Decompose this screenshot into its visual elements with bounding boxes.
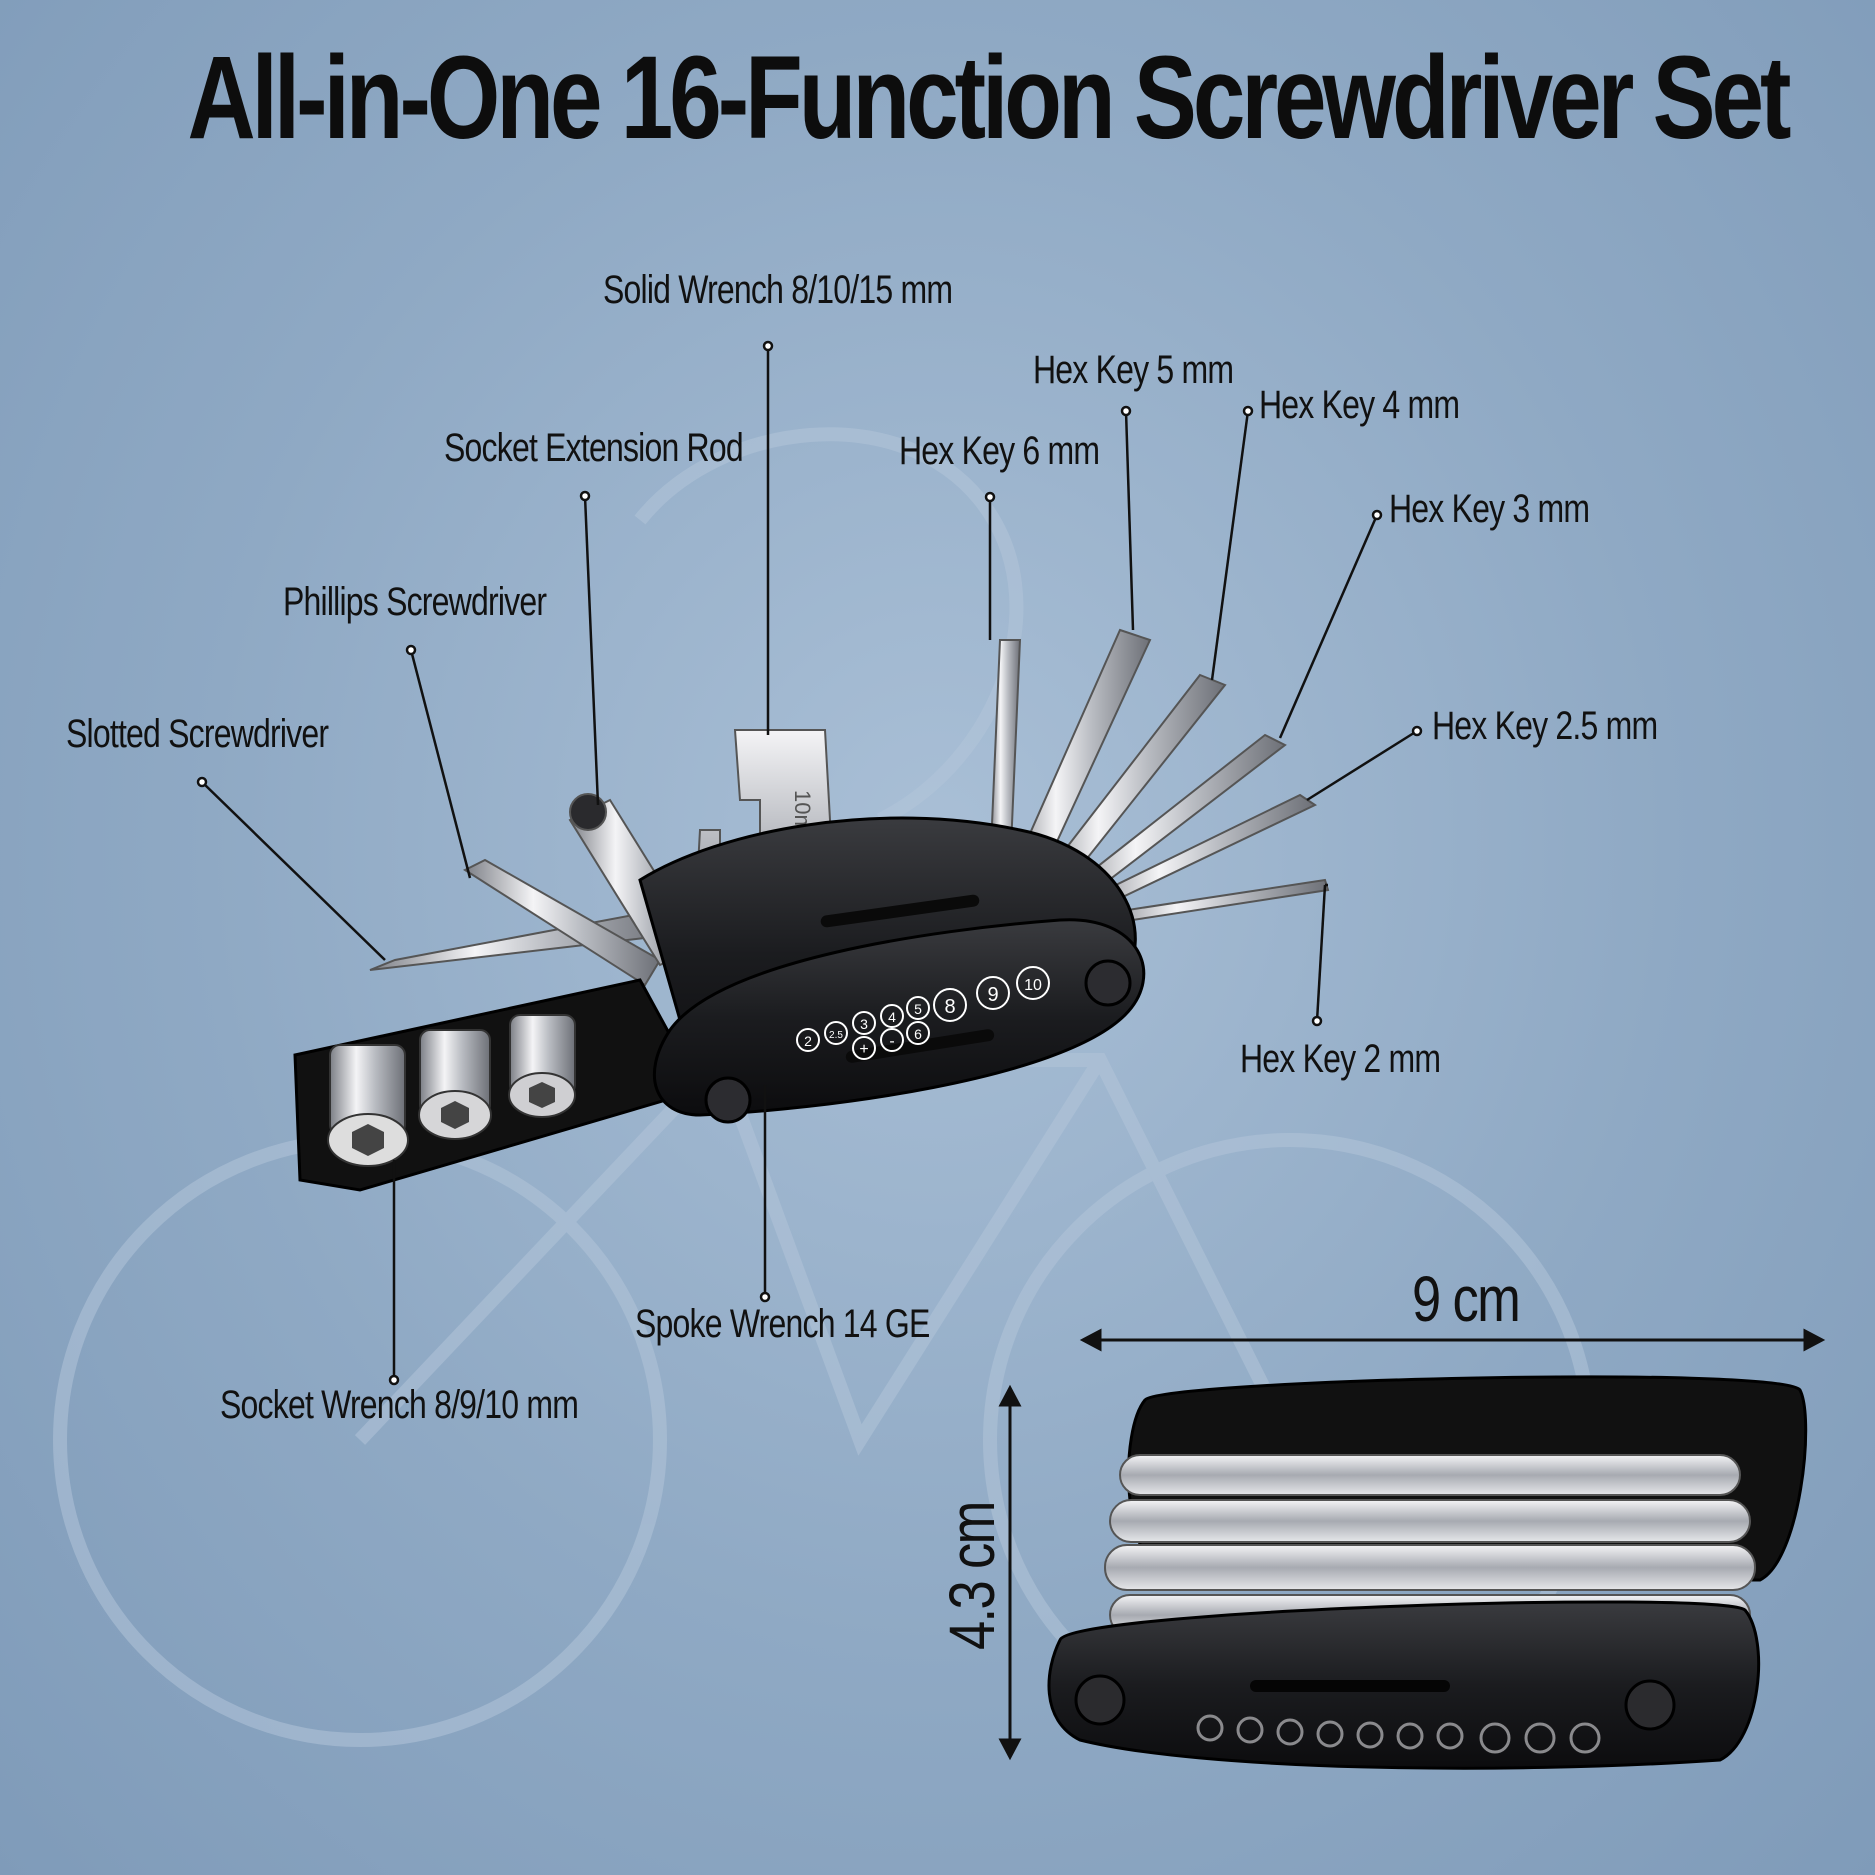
dot-hex-key-4	[1242, 405, 1254, 417]
label-hex-key-3: Hex Key 3 mm	[1389, 487, 1590, 531]
dot-hex-key-6	[984, 491, 996, 503]
dot-solid-wrench	[762, 340, 774, 352]
folded-size-markings	[1196, 1714, 1601, 1754]
svg-text:4: 4	[888, 1009, 896, 1025]
height-dimension-label: 4.3 cm	[936, 1502, 1008, 1650]
page-title: All-in-One 16-Function Screwdriver Set	[187, 32, 1792, 164]
label-solid-wrench: Solid Wrench 8/10/15 mm	[603, 268, 953, 312]
svg-text:10: 10	[1024, 977, 1042, 994]
svg-text:6: 6	[914, 1026, 922, 1042]
svg-text:3: 3	[860, 1016, 868, 1032]
label-spoke-wrench: Spoke Wrench 14 GE	[635, 1302, 930, 1346]
width-arrow-right	[1803, 1328, 1826, 1352]
label-phillips-screwdriver: Phillips Screwdriver	[283, 580, 547, 624]
leader-slotted-screwdriver	[201, 781, 386, 961]
dot-hex-key-2	[1311, 1015, 1323, 1027]
dot-spoke-wrench	[759, 1291, 771, 1303]
dot-socket-extension-rod	[579, 490, 591, 502]
label-slotted-screwdriver: Slotted Screwdriver	[66, 712, 329, 756]
width-arrow-left	[1079, 1328, 1102, 1352]
label-hex-key-5: Hex Key 5 mm	[1033, 348, 1234, 392]
width-dimension-label: 9 cm	[1412, 1263, 1521, 1335]
label-socket-extension-rod: Socket Extension Rod	[444, 426, 744, 470]
socket-holder	[293, 978, 703, 1192]
dot-hex-key-2-5	[1411, 725, 1423, 737]
leader-hex-key-2-5	[1306, 729, 1418, 802]
leader-hex-key-5	[1124, 410, 1135, 631]
socket-9mm	[418, 1029, 492, 1140]
back-slot	[820, 894, 980, 928]
label-socket-wrench: Socket Wrench 8/9/10 mm	[220, 1383, 579, 1427]
dot-hex-key-3	[1371, 509, 1383, 521]
leader-phillips-screwdriver	[409, 649, 472, 879]
body-bolt-left	[704, 1076, 752, 1124]
tool-body-front	[652, 918, 1146, 1117]
dot-socket-wrench	[388, 1374, 400, 1386]
folded-tool	[1047, 1375, 1808, 1770]
hex-key-fan	[988, 628, 1330, 927]
body-bolt-right	[1084, 959, 1132, 1007]
folded-bolt-right	[1624, 1679, 1676, 1731]
size-markings: 2 2.5 3 4 5 6 + - 8 9 10	[796, 966, 1050, 1060]
socket-10mm	[508, 1014, 576, 1118]
label-hex-key-6: Hex Key 6 mm	[899, 429, 1100, 473]
height-arrow-top	[998, 1384, 1022, 1407]
svg-text:5: 5	[914, 1001, 922, 1017]
leader-hex-key-3	[1278, 514, 1379, 739]
dot-phillips-screwdriver	[405, 644, 417, 656]
leader-hex-key-2	[1315, 884, 1327, 1022]
height-arrow-bottom	[998, 1738, 1022, 1761]
svg-text:9: 9	[987, 984, 998, 1006]
leader-socket-extension-rod	[583, 495, 600, 806]
label-hex-key-2: Hex Key 2 mm	[1240, 1037, 1441, 1081]
folded-slot	[1250, 1680, 1450, 1692]
label-hex-key-4: Hex Key 4 mm	[1259, 383, 1460, 427]
dot-hex-key-5	[1120, 405, 1132, 417]
folded-bar-3	[1104, 1544, 1756, 1591]
body-slot	[845, 1029, 995, 1063]
svg-text:-: -	[889, 1033, 894, 1050]
socket-8mm	[327, 1044, 409, 1167]
folded-bar-1	[1119, 1454, 1741, 1496]
svg-text:2.5: 2.5	[829, 1030, 843, 1041]
folded-bar-2	[1109, 1499, 1751, 1543]
svg-text:2: 2	[804, 1033, 812, 1049]
dimension-arrows	[998, 1328, 1826, 1761]
dot-slotted-screwdriver	[196, 776, 208, 788]
label-hex-key-2-5: Hex Key 2.5 mm	[1432, 704, 1658, 748]
svg-text:+: +	[859, 1041, 868, 1058]
svg-text:8: 8	[944, 996, 955, 1018]
leader-hex-key-4	[1210, 410, 1250, 681]
folded-bolt-left	[1074, 1674, 1126, 1726]
